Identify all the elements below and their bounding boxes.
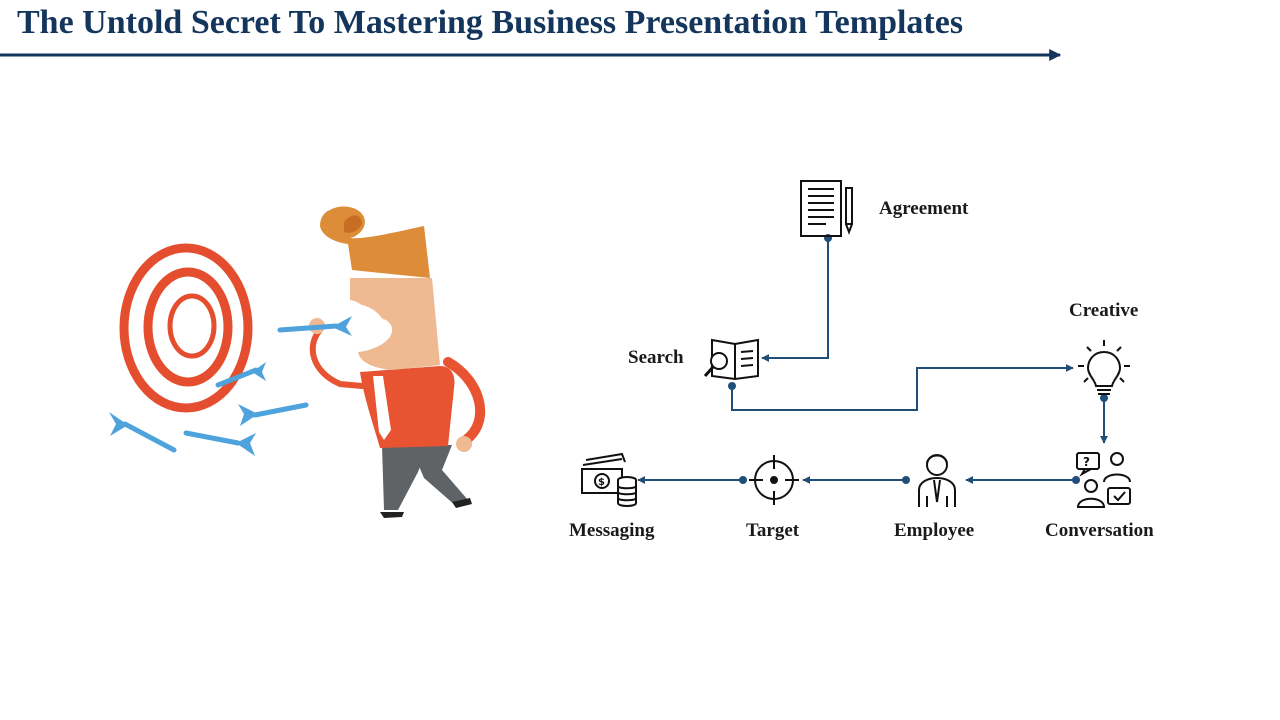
node-target: Target — [746, 455, 800, 541]
messaging-label: Messaging — [569, 520, 655, 541]
dartboard — [119, 243, 253, 413]
agreement-label: Agreement — [879, 198, 969, 219]
target-label: Target — [746, 520, 800, 541]
svg-text:?: ? — [1083, 455, 1090, 469]
dart — [109, 412, 177, 453]
document-magnifier-icon — [703, 338, 759, 381]
node-search: Search — [628, 338, 759, 381]
conversation-people-icon: ? — [1076, 452, 1131, 508]
cartoon-man — [277, 206, 486, 518]
missed-darts — [109, 362, 309, 456]
dart — [215, 362, 266, 388]
lightbulb-icon — [1078, 340, 1130, 395]
svg-text:$: $ — [598, 477, 605, 488]
node-agreement: Agreement — [800, 180, 969, 237]
document-pen-icon — [800, 180, 853, 237]
node-messaging: $ Messaging — [569, 452, 655, 541]
connector-agreement-search — [761, 238, 829, 362]
employee-icon — [918, 454, 956, 507]
employee-label: Employee — [894, 520, 974, 541]
node-conversation: ? Conversation — [1045, 452, 1154, 541]
money-coins-icon: $ — [581, 452, 637, 507]
conversation-label: Conversation — [1045, 520, 1154, 541]
dartboard-illustration — [109, 206, 486, 518]
flow-connectors — [637, 234, 1108, 484]
dart — [238, 402, 309, 426]
node-employee: Employee — [894, 454, 974, 541]
search-label: Search — [628, 347, 684, 368]
page-title: The Untold Secret To Mastering Business … — [17, 4, 964, 41]
creative-label: Creative — [1069, 300, 1138, 321]
crosshair-icon — [749, 455, 799, 505]
connector-search-creative — [731, 364, 1074, 411]
node-creative: Creative — [1069, 300, 1138, 395]
dart — [183, 430, 256, 456]
